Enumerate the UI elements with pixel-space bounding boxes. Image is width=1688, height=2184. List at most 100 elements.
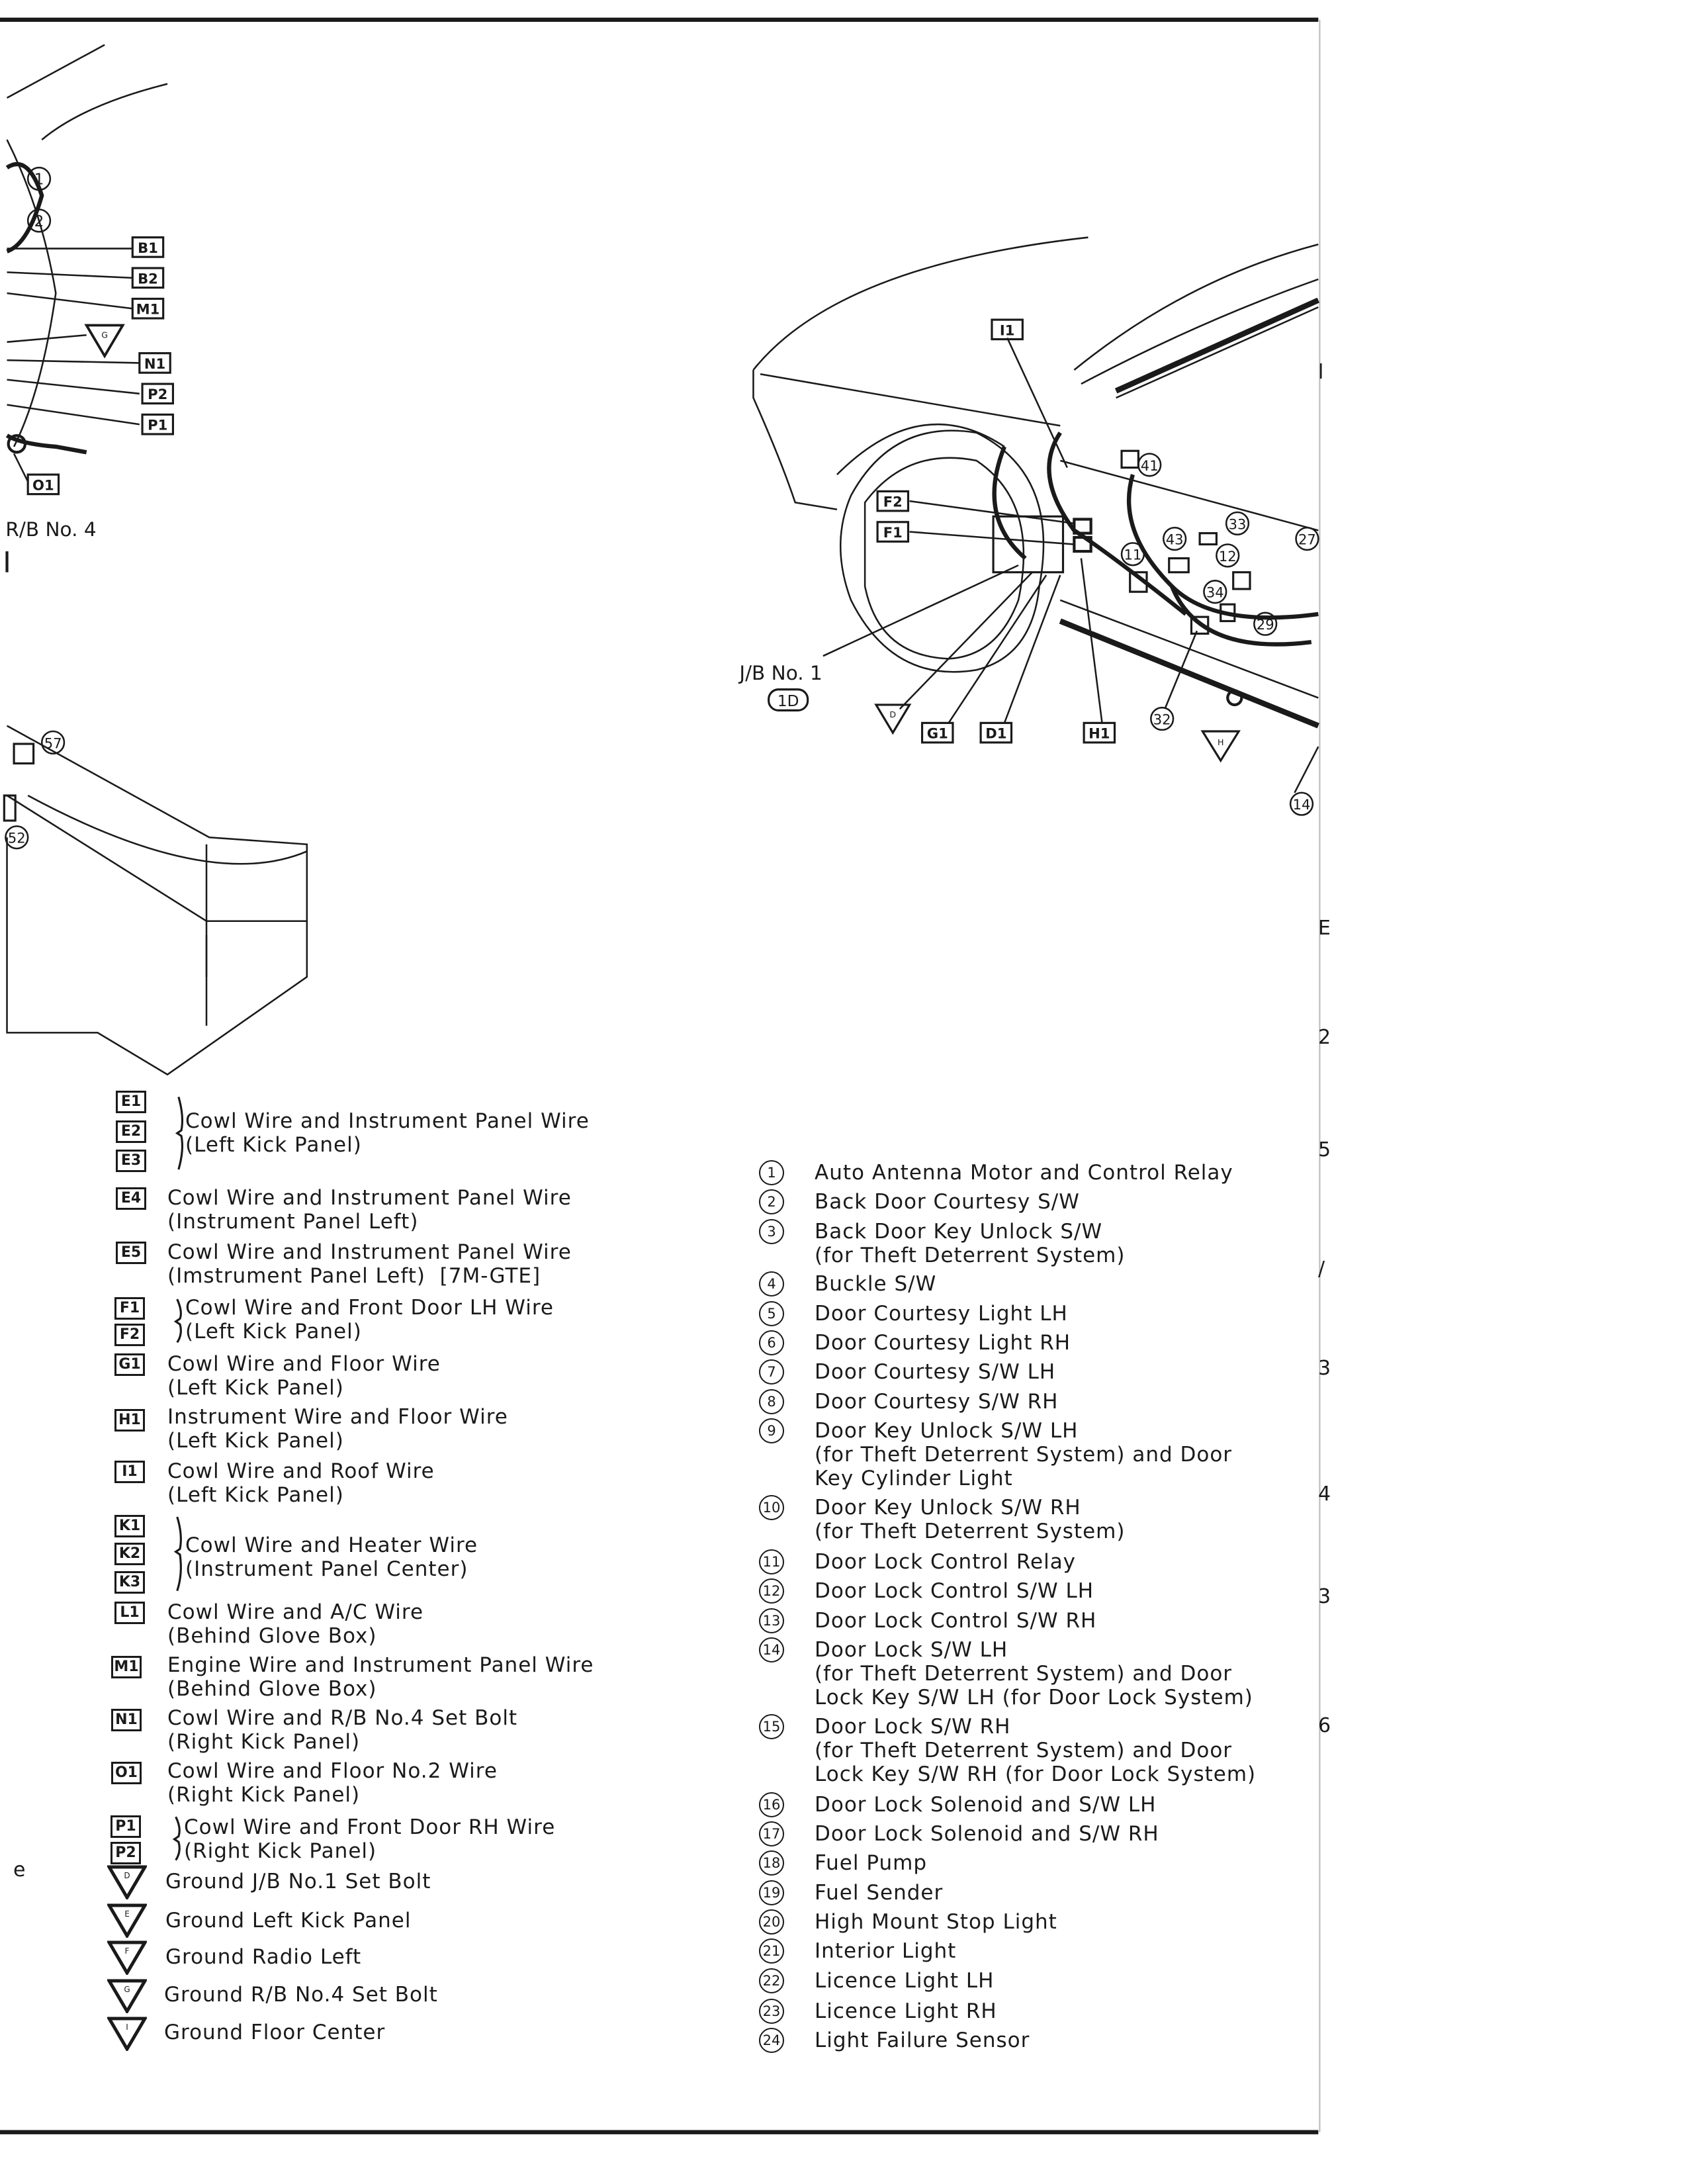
edge-fragment: 6 — [1318, 1714, 1331, 1737]
ground-G-symbol: G — [84, 324, 125, 359]
connector-code: E5 — [116, 1242, 146, 1264]
edge-fragment: / — [1318, 1257, 1325, 1281]
connector-D1: D1 — [979, 721, 1013, 744]
item-number-circle: 14 — [759, 1637, 784, 1662]
component-label: Licence Light LH — [815, 1969, 995, 1993]
component-label: Licence Light RH — [815, 1999, 997, 2023]
edge-fragment: E — [1318, 917, 1331, 940]
ground-label: Ground Radio Left — [165, 1945, 362, 1969]
item-number-circle: 12 — [759, 1578, 784, 1604]
component-label: Door Courtesy S/W LH — [815, 1360, 1056, 1384]
ground-triangle-icon: E — [107, 1903, 147, 1938]
svg-text:E: E — [124, 1909, 130, 1919]
connector-label: M1 — [136, 301, 160, 318]
component-label: Door Key Unlock S/W LH — [815, 1419, 1079, 1443]
connector-N1: N1 — [138, 352, 171, 374]
item-number-circle: 13 — [759, 1608, 784, 1633]
svg-text:G: G — [124, 1985, 130, 1994]
connector-label: B1 — [138, 240, 158, 256]
connector-label: P2 — [148, 386, 167, 402]
item-number-circle: 11 — [759, 1549, 784, 1574]
item-number-circle: 5 — [759, 1301, 784, 1326]
callout-number: 27 — [1298, 531, 1316, 548]
edge-fragment: 5 — [1318, 1138, 1331, 1161]
connector-B1: B1 — [131, 236, 165, 258]
connector-H1: H1 — [1083, 721, 1116, 744]
item-number-circle: 6 — [759, 1330, 784, 1355]
svg-text:I: I — [126, 2023, 128, 2032]
connector-label: G1 — [927, 725, 948, 742]
callout-number: 2 — [34, 212, 44, 230]
ground-D-symbol: D — [874, 704, 912, 735]
connector-label: F1 — [883, 524, 903, 541]
ground-label: H — [1218, 737, 1224, 747]
item-number-circle: 3 — [759, 1219, 784, 1244]
callout-52: 52 — [5, 825, 29, 850]
item-number-circle: 17 — [759, 1821, 784, 1846]
component-label: Door Lock S/W LH — [815, 1638, 1008, 1662]
right-callouts: 41 43 33 27 12 11 34 29 32 14 — [1120, 453, 1319, 816]
connector-label: D1 — [985, 725, 1006, 742]
component-label: Door Courtesy Light RH — [815, 1331, 1071, 1355]
edge-fragment: e — [13, 1858, 26, 1882]
component-label: Door Lock Solenoid and S/W RH — [815, 1822, 1159, 1846]
ground-label: G — [101, 330, 108, 340]
ground-label: D — [889, 709, 896, 719]
connector-F1: F1 — [876, 521, 910, 543]
connector-P2: P2 — [141, 383, 175, 405]
svg-text:D: D — [124, 1871, 130, 1880]
connector-P1: P1 — [141, 413, 175, 435]
left-dashboard-diagram — [5, 44, 168, 572]
component-label: Door Courtesy S/W RH — [815, 1390, 1059, 1414]
legend-text: (Behind Glove Box) — [167, 1677, 377, 1701]
connector-O1: O1 — [26, 473, 60, 496]
legend-text: (Left Kick Panel) — [185, 1133, 362, 1157]
connector-I1: I1 — [991, 318, 1024, 341]
legend-text: (Instrument Panel Center) — [185, 1557, 468, 1581]
edge-fragment: l — [1318, 361, 1324, 384]
item-number-circle: 10 — [759, 1495, 784, 1520]
legend-text: Instrument Wire and Floor Wire — [167, 1405, 508, 1429]
legend-text: Cowl Wire and Floor Wire — [167, 1352, 441, 1376]
junction-block-label: J/B No. 1 — [738, 662, 822, 684]
item-number-circle: 16 — [759, 1792, 784, 1817]
connector-label: N1 — [144, 355, 165, 372]
item-number-circle: 19 — [759, 1880, 784, 1905]
component-label: Door Lock Control S/W RH — [815, 1609, 1097, 1633]
component-label: (for Theft Deterrent System) — [815, 1520, 1126, 1543]
component-label: Door Lock Solenoid and S/W LH — [815, 1793, 1157, 1817]
junction-code-label: 1D — [777, 692, 799, 710]
connector-code: H1 — [114, 1409, 145, 1432]
component-label: (for Theft Deterrent System) and Door — [815, 1662, 1233, 1686]
connector-code: K2 — [114, 1543, 145, 1565]
component-label: Lock Key S/W LH (for Door Lock System) — [815, 1686, 1253, 1709]
legend-text: (Instrument Panel Left) — [167, 1210, 419, 1234]
item-number-circle: 8 — [759, 1389, 784, 1414]
ground-triangle-icon: D — [107, 1865, 147, 1899]
legend-text: Cowl Wire and Front Door RH Wire — [184, 1815, 556, 1839]
legend-text: Cowl Wire and Roof Wire — [167, 1459, 435, 1483]
connector-code: E4 — [116, 1187, 146, 1210]
item-number-circle: 18 — [759, 1850, 784, 1876]
item-number-circle: 15 — [759, 1714, 784, 1739]
legend-text: Cowl Wire and Heater Wire — [185, 1533, 478, 1557]
connector-G1: G1 — [920, 721, 954, 744]
component-label: Door Lock Control Relay — [815, 1550, 1077, 1574]
connector-code: F2 — [114, 1324, 145, 1346]
edge-fragment: 3 — [1318, 1585, 1331, 1608]
connector-code: K3 — [114, 1571, 145, 1594]
legend-text: (Left Kick Panel) — [167, 1429, 344, 1453]
ground-triangle-icon: I — [107, 2017, 147, 2051]
connector-code: G1 — [114, 1353, 145, 1376]
callout-1: 1 — [26, 167, 52, 191]
legend-text: Cowl Wire and Floor No.2 Wire — [167, 1759, 498, 1783]
component-label: (for Theft Deterrent System) and Door — [815, 1739, 1233, 1762]
callout-57: 57 — [40, 730, 66, 755]
component-label: Door Lock S/W RH — [815, 1715, 1011, 1739]
component-label: Door Lock Control S/W LH — [815, 1579, 1094, 1603]
connector-label: B2 — [138, 270, 158, 287]
item-number-circle: 2 — [759, 1189, 784, 1214]
legend-text: Cowl Wire and Instrument Panel Wire — [167, 1240, 572, 1264]
